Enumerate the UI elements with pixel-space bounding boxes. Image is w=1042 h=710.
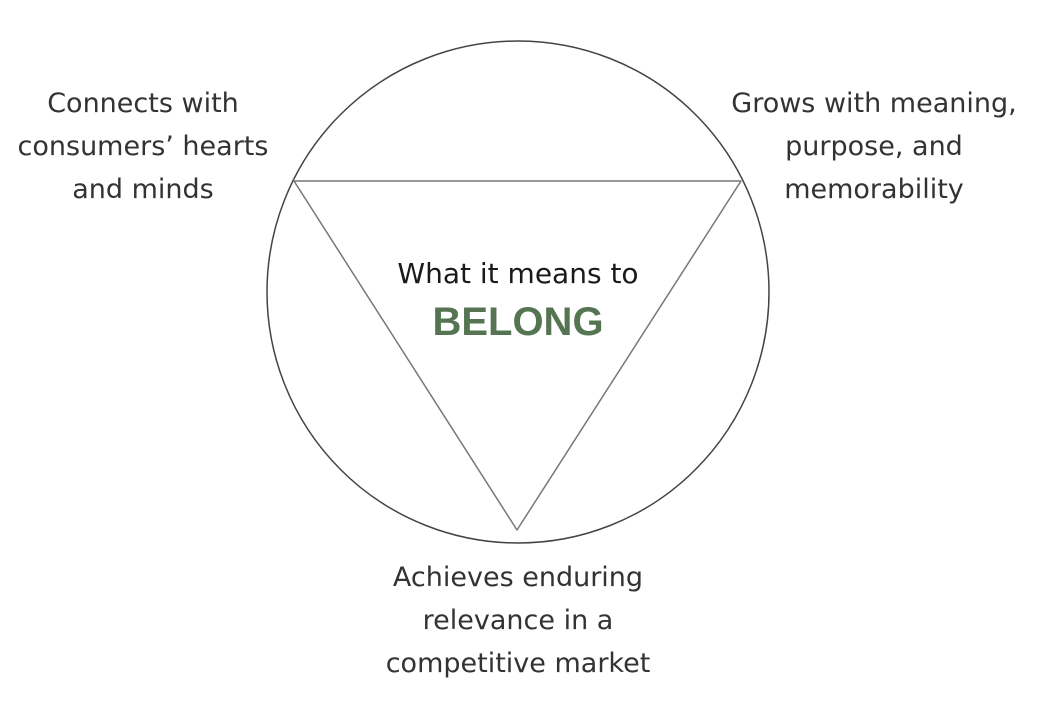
inverted-triangle — [293, 180, 742, 531]
vertex-label-line: purpose, and — [785, 131, 963, 162]
vertex-label-line: Achieves enduring — [392, 562, 644, 593]
outer-circle — [266, 40, 770, 544]
vertex-label-top-right: Grows with meaning, purpose, and memorab… — [712, 82, 1036, 211]
center-title: BELONG — [432, 300, 604, 344]
vertex-label-line: Connects with — [47, 88, 239, 119]
center-label: What it means to BELONG — [370, 250, 666, 346]
center-subtitle: What it means to — [397, 257, 639, 290]
vertex-label-line: and minds — [72, 174, 214, 205]
vertex-label-line: memorability — [784, 174, 964, 205]
vertex-label-line: relevance in a — [422, 605, 614, 636]
vertex-label-top-left: Connects with consumers’ hearts and mind… — [0, 82, 286, 211]
vertex-label-line: consumers’ hearts — [17, 131, 269, 162]
vertex-label-line: Grows with meaning, — [731, 88, 1017, 119]
vertex-label-bottom: Achieves enduring relevance in a competi… — [340, 556, 696, 685]
vertex-label-line: competitive market — [385, 648, 651, 679]
